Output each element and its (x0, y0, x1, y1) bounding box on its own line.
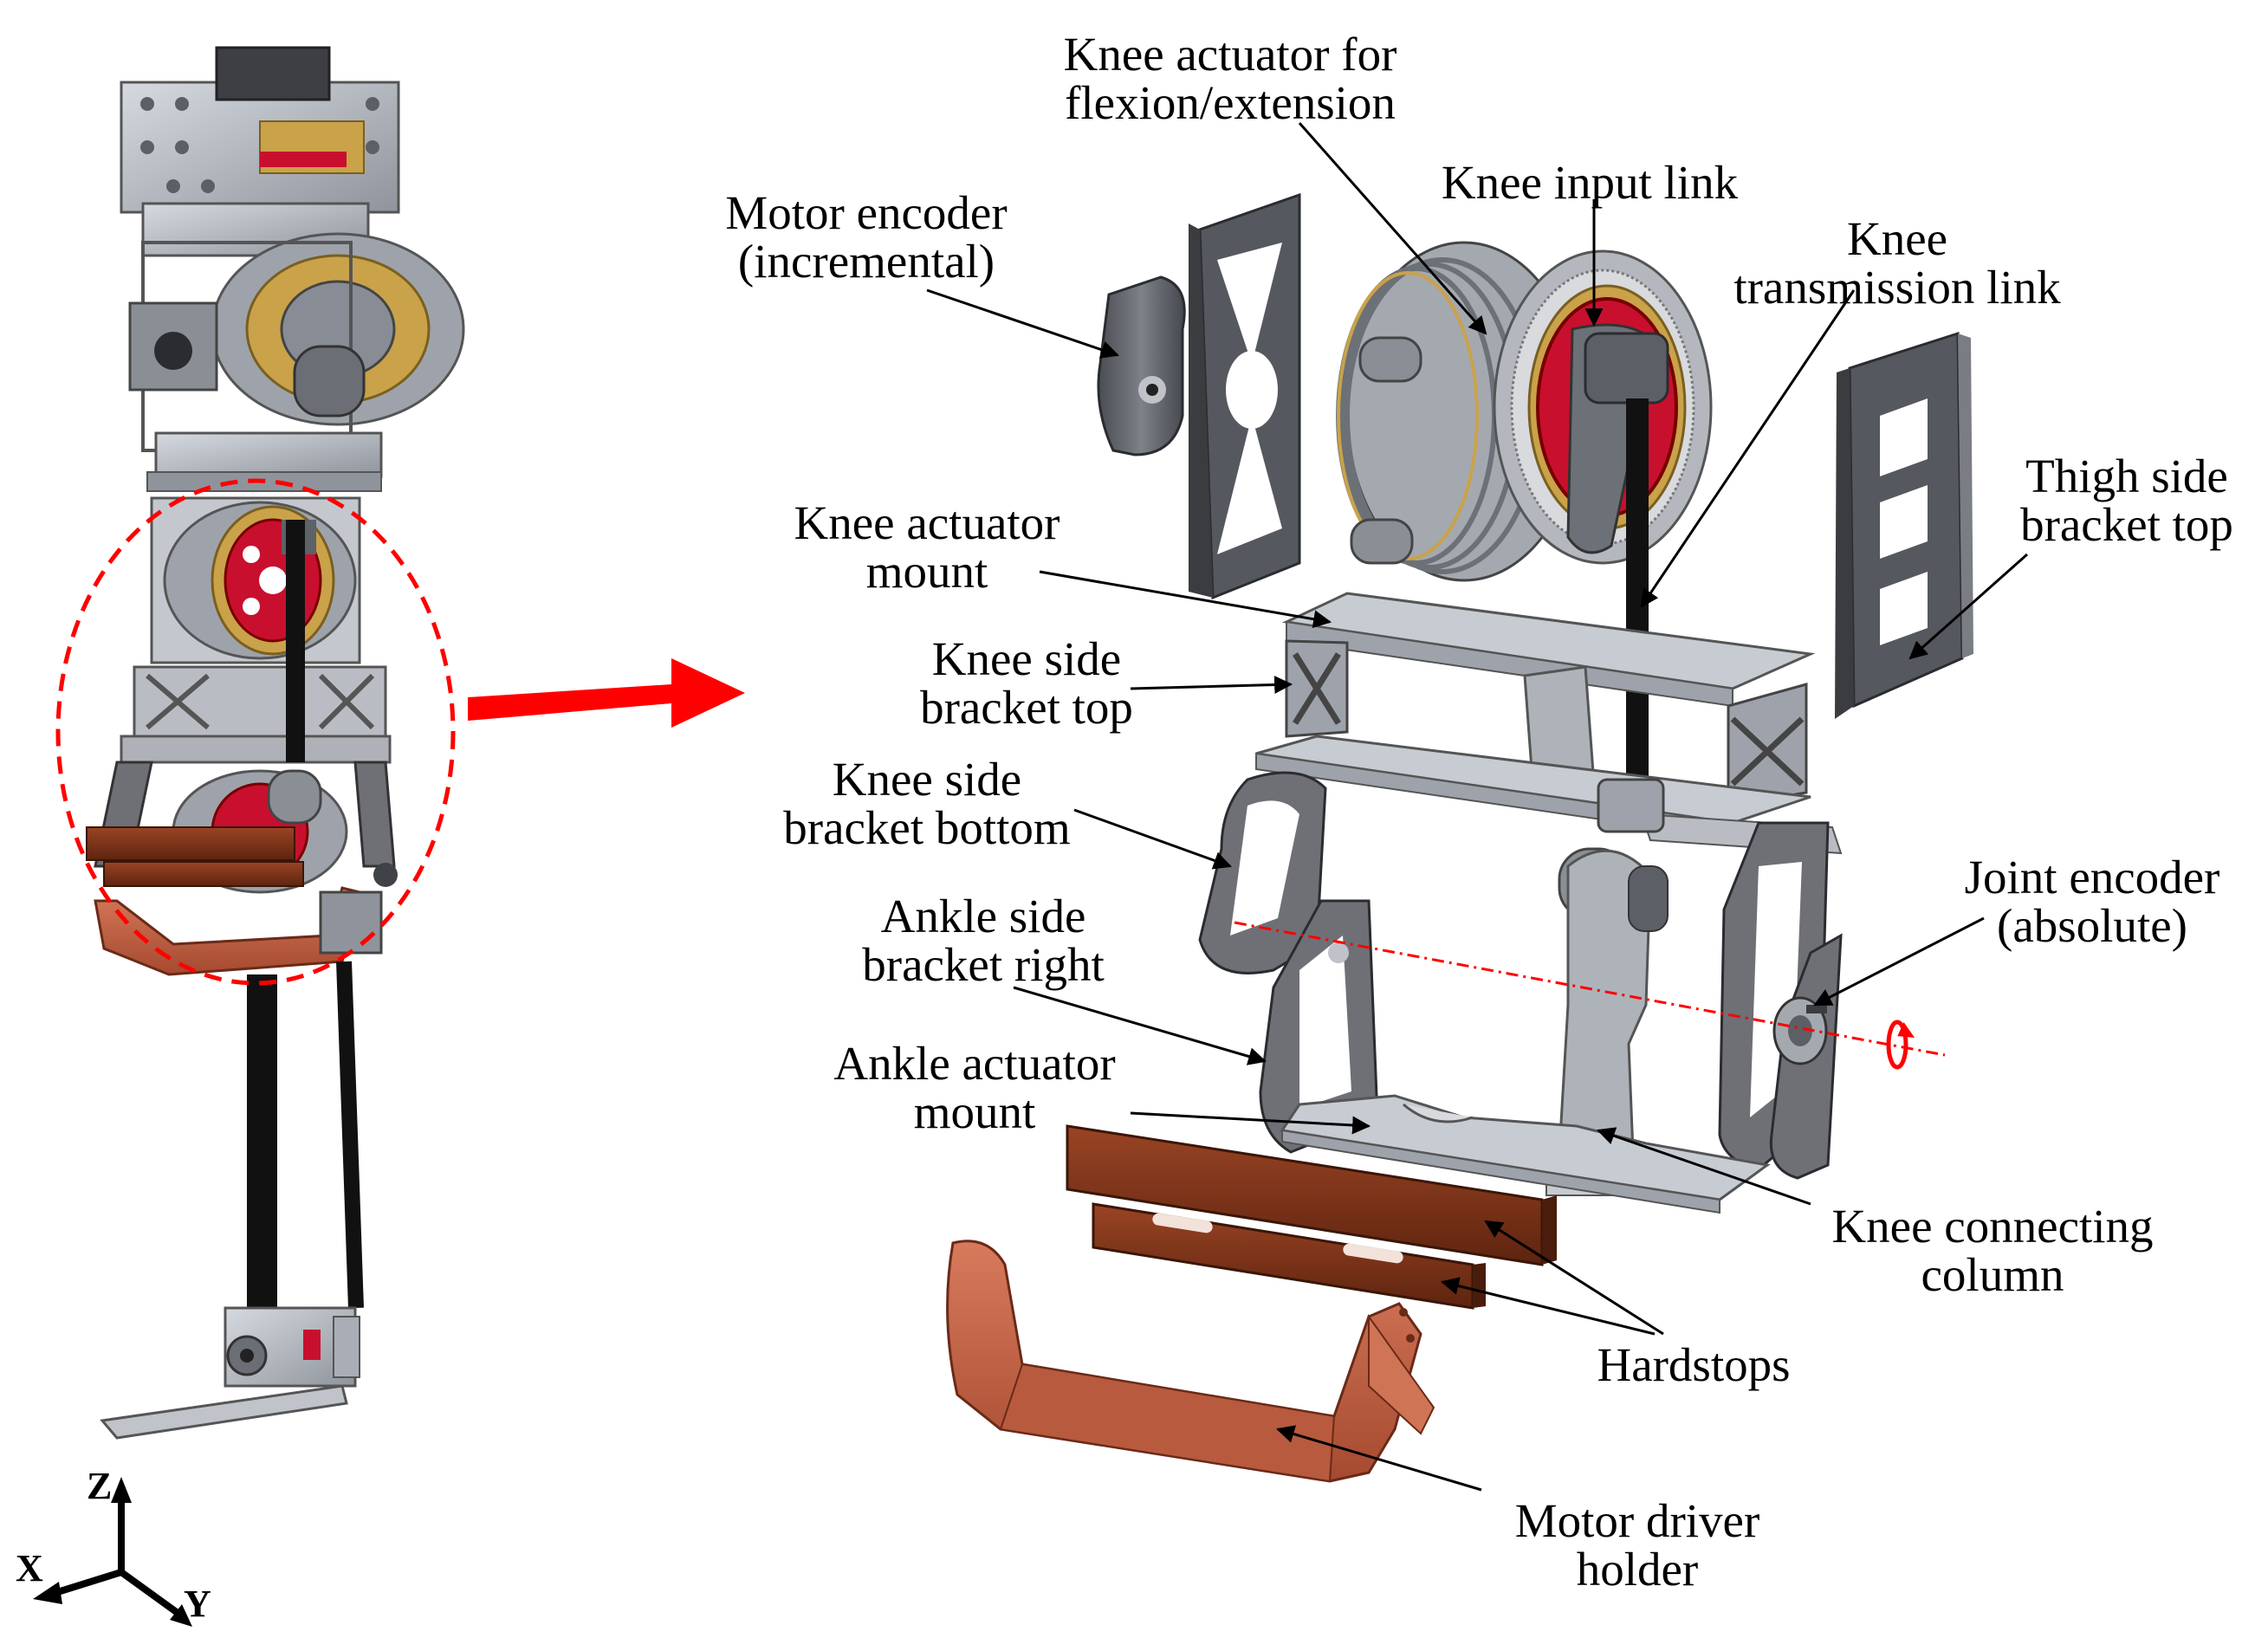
label-ankle-side-bracket-right: Ankle side bracket right (788, 892, 1178, 989)
ankle-foot (100, 1306, 360, 1440)
label-line: Knee actuator (794, 496, 1060, 549)
shank-rod-side (336, 961, 364, 1309)
label-line: Knee (1846, 212, 1948, 265)
knee-module-small (86, 496, 398, 976)
expand-arrow (468, 658, 745, 728)
label-line: (absolute) (1997, 899, 2187, 952)
axis-label-y: Y (184, 1583, 211, 1625)
rotation-indicator (1886, 1020, 1915, 1070)
label-line: holder (1576, 1543, 1699, 1596)
label-line: (incremental) (737, 235, 995, 288)
label-line: Joint encoder (1964, 851, 2220, 903)
label-ankle-actuator-mount: Ankle actuator mount (780, 1039, 1170, 1136)
transmission-rod (1626, 398, 1649, 797)
label-line: Knee input link (1441, 156, 1739, 209)
exploded-knee-assembly (946, 192, 1973, 1483)
label-line: transmission link (1733, 261, 2061, 314)
motor-driver-holder-part (946, 1240, 1435, 1483)
label-line: Knee side (832, 753, 1022, 806)
label-line: Hardstops (1597, 1338, 1791, 1391)
motor-encoder-part (1097, 275, 1186, 456)
label-line: Knee side (931, 632, 1122, 685)
label-joint-encoder: Joint encoder (absolute) (1932, 853, 2252, 950)
label-line: Knee connecting (1831, 1200, 2154, 1253)
knee-connecting-column-part (1545, 778, 1669, 1196)
coordinate-axes (33, 1477, 192, 1627)
highlight-ellipse (55, 478, 456, 986)
label-line: mount (913, 1085, 1036, 1138)
label-line: Ankle side (880, 890, 1086, 942)
label-line: bracket right (862, 938, 1105, 991)
label-line: bracket top (920, 681, 1133, 734)
knee-actuator-part (1336, 241, 1713, 582)
label-line: bracket bottom (783, 801, 1071, 854)
knee-frame (1255, 592, 1843, 855)
label-thigh-side-bracket-top: Thigh side bracket top (1993, 452, 2261, 549)
thigh-side-bracket-right (1835, 331, 1973, 719)
axis-label-z: Z (87, 1465, 113, 1507)
label-knee-actuator-mount: Knee actuator mount (754, 499, 1100, 596)
label-knee-side-bracket-top: Knee side bracket top (866, 635, 1187, 732)
label-knee-actuator: Knee actuator for flexion/extension (1035, 30, 1425, 127)
label-line: bracket top (2020, 498, 2233, 551)
label-line: Knee actuator for (1063, 28, 1397, 81)
label-line: Motor encoder (725, 186, 1008, 239)
label-knee-transmission-link: Knee transmission link (1702, 215, 2092, 312)
label-motor-driver-holder: Motor driver holder (1455, 1497, 1819, 1594)
shank-rod-main (247, 974, 277, 1312)
hardstops-part (1066, 1124, 1557, 1310)
label-knee-side-bracket-bottom: Knee side bracket bottom (732, 755, 1122, 852)
label-knee-connecting-column: Knee connecting column (1785, 1202, 2200, 1299)
label-line: flexion/extension (1065, 76, 1396, 129)
leader-lines (926, 122, 2028, 1492)
ankle-actuator-mount-part (1280, 1094, 1771, 1214)
full-leg-assembly (55, 46, 465, 1440)
thigh-side-bracket-left (1189, 192, 1301, 600)
label-hardstops: Hardstops (1542, 1341, 1845, 1389)
hip-module (120, 46, 465, 492)
joint-encoder-part (1772, 996, 1828, 1065)
joint-axis-line (1234, 921, 1946, 1057)
label-line: mount (865, 545, 988, 598)
label-line: Thigh side (2025, 450, 2228, 502)
label-knee-input-link: Knee input link (1399, 159, 1780, 207)
label-line: Motor driver (1514, 1494, 1760, 1547)
label-motor-encoder: Motor encoder (incremental) (693, 189, 1040, 286)
label-line: Ankle actuator (833, 1037, 1116, 1090)
axis-label-x: X (16, 1547, 43, 1589)
label-line: column (1921, 1248, 2064, 1301)
